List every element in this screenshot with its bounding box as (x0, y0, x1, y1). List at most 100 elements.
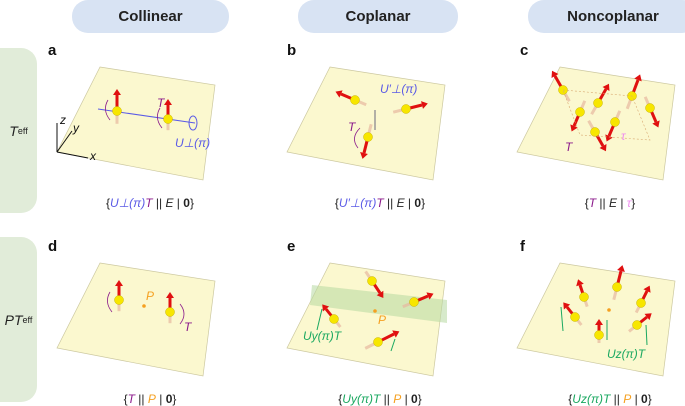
formula-segment: Uy(π)T (342, 392, 381, 406)
plane (56, 66, 216, 181)
mirror-plane (310, 285, 447, 323)
spin-arrow-head (164, 99, 172, 105)
atom (632, 320, 642, 330)
atom (612, 282, 622, 292)
formula-segment: | (155, 392, 166, 406)
spin-arrow-head (426, 292, 434, 300)
formula-segment: T (145, 196, 153, 210)
spin-arrow-head (644, 313, 652, 321)
atom (645, 103, 655, 113)
unit-cell-outline (562, 89, 651, 141)
formula-segment: T (588, 196, 597, 210)
plane (516, 66, 676, 181)
rotation-arc (107, 291, 113, 313)
spin-arrow-head (166, 292, 174, 298)
formula-segment: } (647, 392, 652, 406)
axis-label-y: y (72, 121, 80, 135)
spin-arrow-head (392, 330, 400, 338)
spin-arrow-head (652, 120, 660, 128)
atom (579, 292, 589, 302)
column-header-noncoplanar: Noncoplanar (528, 0, 685, 33)
rotation-arc (105, 99, 111, 121)
formula-segment: { (584, 196, 589, 210)
formula-segment: || (596, 196, 609, 210)
formula-segment: E (165, 196, 174, 210)
formula-segment: } (172, 392, 177, 406)
formula-segment: P (623, 392, 632, 406)
row-label-sub: eff (22, 314, 33, 325)
column-header-coplanar: Coplanar (298, 0, 458, 33)
atom (610, 117, 620, 127)
inversion-center (607, 308, 611, 312)
formula-segment: } (631, 196, 636, 210)
spin-arrow-head (551, 70, 559, 78)
panel-letter-e: e (287, 238, 295, 255)
formula-segment: E (396, 196, 405, 210)
atom (367, 276, 377, 286)
rotation-arc (354, 127, 361, 149)
formula-segment: } (189, 196, 194, 210)
spin-arrow-head (570, 124, 578, 132)
rotation-arrow (560, 306, 564, 332)
spin-arrow-head (335, 90, 343, 98)
label-P: P (378, 313, 386, 327)
plane (286, 66, 446, 181)
rotation-arc (179, 303, 185, 325)
formula-segment: Uz(π)T (572, 392, 611, 406)
symmetry-formula-b: {U′⊥(π)T || E | 0} (335, 196, 425, 210)
panel-letter-d: d (48, 238, 57, 255)
spin-arrow-head (643, 285, 651, 293)
panel-letter-a: a (48, 42, 57, 59)
formula-segment: } (417, 392, 422, 406)
formula-segment: 0 (414, 196, 422, 210)
formula-segment: } (421, 196, 426, 210)
inversion-center (142, 304, 146, 308)
formula-segment: { (568, 392, 573, 406)
rotation-arrow (645, 324, 648, 346)
rotation-arrow (316, 308, 323, 331)
label-U-perp-prime: U′⊥(π) (380, 82, 417, 96)
label-T: T (348, 120, 357, 134)
spin-arrow-head (634, 74, 642, 82)
atom (163, 114, 173, 124)
spin-arrow-head (421, 101, 428, 109)
rotation-arc (157, 107, 163, 129)
formula-segment: 0 (641, 392, 648, 406)
formula-segment: || (383, 196, 397, 210)
formula-segment: { (106, 196, 111, 210)
formula-segment: T (376, 196, 384, 210)
formula-segment: 0 (411, 392, 418, 406)
atom (570, 312, 580, 322)
formula-segment: | (616, 196, 627, 210)
formula-segment: P (393, 392, 402, 406)
plane (56, 262, 216, 377)
spin-arrow-head (602, 83, 610, 91)
atom (114, 295, 124, 305)
formula-segment: T (127, 392, 135, 406)
formula-segment: || (134, 392, 148, 406)
rotation-arrow (390, 338, 396, 352)
label-P: P (146, 289, 154, 303)
formula-segment: U′⊥(π) (338, 196, 377, 210)
spin-arrow-head (617, 265, 625, 272)
axis-label-z: z (59, 113, 66, 127)
atom (363, 132, 373, 142)
spin-arrow-head (376, 290, 384, 298)
atom (373, 337, 383, 347)
label-Uy-T: Uy(π)T (303, 329, 343, 343)
symmetry-formula-f: {Uz(π)T || P | 0} (568, 392, 651, 406)
atom (329, 314, 339, 324)
spin-arrow-head (360, 152, 368, 159)
plane (516, 262, 676, 377)
spin-arrow-head (605, 134, 613, 142)
x-axis (56, 151, 89, 159)
row-label-main: PT (4, 311, 23, 328)
formula-segment: U⊥(π) (110, 196, 146, 210)
symmetry-formula-d: {T || P | 0} (124, 392, 177, 406)
column-header-collinear: Collinear (72, 0, 229, 33)
formula-segment: | (404, 196, 415, 210)
formula-segment: | (631, 392, 642, 406)
panel-letter-c: c (520, 42, 528, 59)
